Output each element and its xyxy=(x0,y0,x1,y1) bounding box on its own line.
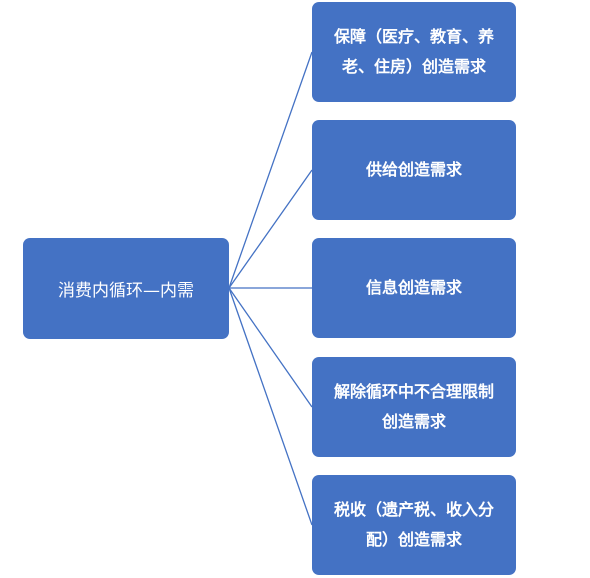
child-node-information: 信息创造需求 xyxy=(312,238,516,338)
connector-line-1 xyxy=(228,51,313,289)
child-node-label: 保障（医疗、教育、养 老、住房）创造需求 xyxy=(333,27,494,76)
child-node-taxation: 税收（遗产税、收入分 配）创造需求 xyxy=(312,475,516,575)
child-node-remove-restrictions: 解除循环中不合理限制 创造需求 xyxy=(312,357,516,457)
child-node-healthcare-education-pension-housing: 保障（医疗、教育、养 老、住房）创造需求 xyxy=(312,2,516,102)
root-node-label: 消费内循环—内需 xyxy=(58,281,194,301)
child-node-label: 解除循环中不合理限制 创造需求 xyxy=(333,382,494,431)
child-node-label: 供给创造需求 xyxy=(365,160,462,179)
child-node-label: 信息创造需求 xyxy=(365,278,462,297)
connector-line-2 xyxy=(228,169,313,289)
child-node-label: 税收（遗产税、收入分 配）创造需求 xyxy=(333,500,494,549)
root-node: 消费内循环—内需 xyxy=(23,238,229,339)
child-node-supply: 供给创造需求 xyxy=(312,120,516,220)
connector-line-4 xyxy=(228,287,313,408)
connector-line-5 xyxy=(228,287,313,526)
